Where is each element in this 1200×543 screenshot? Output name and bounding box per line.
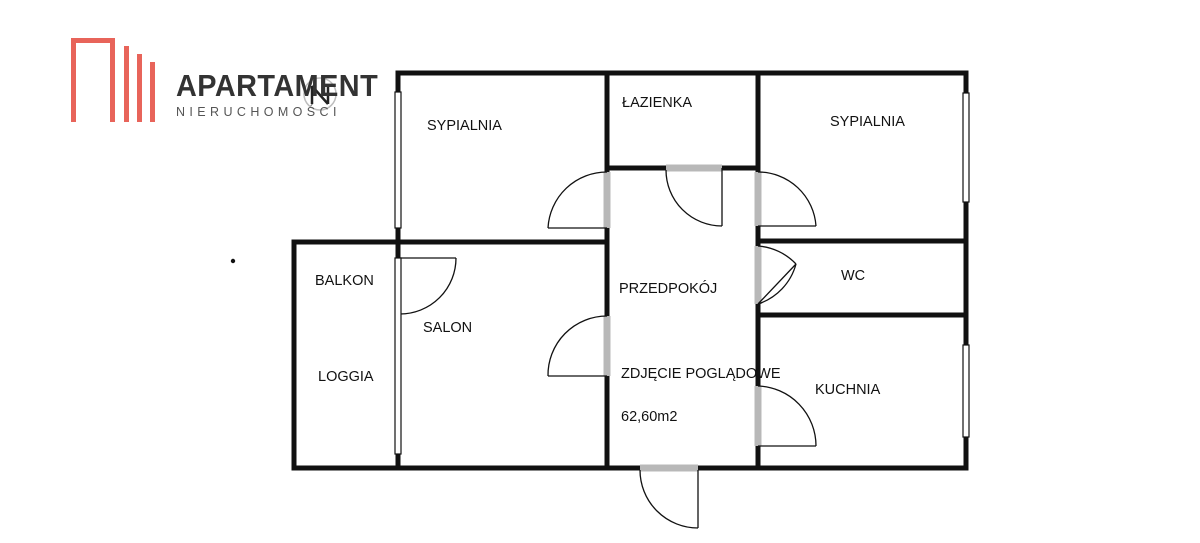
room-label-kuchnia: KUCHNIA <box>815 382 881 398</box>
room-label-przedpokoj: PRZEDPOKÓJ <box>619 281 718 297</box>
room-label-salon: SALON <box>423 320 473 336</box>
door-openings <box>603 164 762 472</box>
building-bars-icon <box>71 38 155 122</box>
room-label-sypialnia-right: SYPIALNIA <box>830 114 905 130</box>
note-illustrative-photo: ZDJĘCIE POGLĄDOWE <box>621 366 781 382</box>
logo-subtitle: NIERUCHOMOŚCI <box>176 105 341 119</box>
logo-name: APARTAMENT <box>176 68 379 103</box>
door-swings <box>399 168 817 529</box>
watermark-mark <box>303 77 337 111</box>
room-label-lazienka: ŁAZIENKA <box>622 95 693 111</box>
room-label-wc: WC <box>841 268 866 284</box>
stray-dot <box>230 258 236 264</box>
windows <box>394 91 970 455</box>
total-area: 62,60m2 <box>621 409 678 425</box>
walls <box>291 70 969 471</box>
room-label-loggia: LOGGIA <box>318 369 374 385</box>
room-label-sypialnia-left: SYPIALNIA <box>427 118 502 134</box>
room-label-balkon: BALKON <box>315 273 374 289</box>
